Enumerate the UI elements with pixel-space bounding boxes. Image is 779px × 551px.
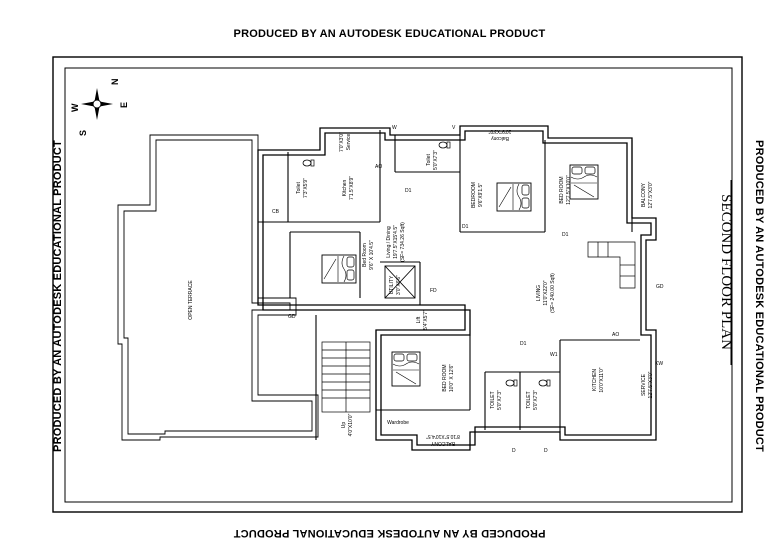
- label-lift: Lift: [416, 316, 422, 323]
- label-service-bottom-dim: 12'7.5"X3'0": [648, 371, 654, 398]
- label-toilet-b1: TOILET: [490, 391, 496, 408]
- sheet-border-inner: [64, 67, 733, 503]
- label-service-top-dim: 7'0"X3'0": [339, 132, 345, 152]
- label-living: LIVING: [536, 285, 542, 302]
- bed-icon-top: [496, 182, 532, 212]
- label-bedroom-right-dim: 12'7.5"X10'0": [566, 175, 572, 205]
- mark-fd-1: FD: [430, 288, 437, 294]
- label-stair-dim: 4'0"X10'0": [348, 413, 354, 436]
- staircase: [321, 341, 371, 413]
- compass-west: W: [70, 103, 80, 112]
- label-living-dining-dim: 19'7.5"X15'4.5": [393, 225, 399, 259]
- label-balcony-top-dim: 10'9"X3'0": [488, 128, 511, 134]
- compass-east: E: [119, 102, 129, 108]
- label-toilet-mid-dim: 5'0"X7'3": [433, 150, 439, 170]
- compass-north: N: [110, 79, 120, 86]
- label-service-top: Service: [346, 133, 352, 150]
- label-balcony-top: Balcony: [491, 135, 509, 141]
- mark-d1-3: D1: [562, 232, 569, 238]
- label-bedroom-bottom-dim: 10'0" X 12'6": [449, 364, 455, 392]
- terrace-parapet: [117, 134, 319, 441]
- label-toilet-b1-dim: 5'0"X7'3": [497, 390, 503, 410]
- label-balcony-right-dim: 12'7.5"X3'0": [648, 181, 654, 208]
- sheet-border-outer: [52, 56, 743, 513]
- compass-rose-icon: N S E W: [70, 79, 129, 137]
- label-service-bottom: SERVICE: [641, 373, 647, 396]
- label-stair: Up: [341, 422, 347, 429]
- label-bedroom-mid: Bed Room: [362, 243, 368, 267]
- mark-d-2: D: [544, 448, 548, 454]
- lift-shaft: [384, 265, 416, 299]
- wc-icon-b2: [538, 379, 551, 387]
- label-bedroom-mid-dim: 9'6" X 10'4.5": [369, 240, 375, 270]
- label-kitchen-top-dim: 7'1.5"X8'9": [349, 176, 355, 200]
- label-bedroom-bottom: BED ROOM: [442, 364, 448, 391]
- mark-d-1: D: [512, 448, 516, 454]
- label-living-area: (SF= 240.00 Sqft): [550, 273, 556, 313]
- mark-d1-1: D1: [405, 188, 412, 194]
- mark-gd-1: GD: [288, 314, 296, 320]
- mark-gd-2: GD: [656, 284, 664, 290]
- label-toilet-mid: Toilet: [426, 154, 432, 166]
- wc-icon-top: [302, 159, 315, 167]
- label-kitchen-bottom: KITCHEN: [592, 369, 598, 391]
- label-kitchen-bottom-dim: 10'0"X11'0": [599, 367, 605, 392]
- mark-ao-2: AO: [375, 164, 382, 170]
- compass-south: S: [78, 130, 88, 136]
- label-living-dim: 11'0"X22'0": [543, 280, 549, 305]
- mark-cb-1: CB: [272, 209, 280, 215]
- watermark-top: PRODUCED BY AN AUTODESK EDUCATIONAL PROD…: [233, 28, 546, 40]
- label-kitchen-top: Kitchen: [342, 179, 348, 196]
- label-open-terrace: OPEN TERRACE: [188, 280, 194, 320]
- label-balcony-bottom: BALCONY: [430, 440, 455, 446]
- label-lift-dim: 5'4"X5'7": [423, 310, 429, 330]
- label-bedroom-top-dim: 9'6"X9'1.5": [478, 183, 484, 207]
- wc-icon-mid: [438, 141, 451, 149]
- mark-w1-1: W1: [550, 352, 558, 358]
- mark-ao-1: AO: [612, 332, 619, 338]
- sofa-set: [587, 241, 636, 289]
- wc-icon-b1: [505, 379, 518, 387]
- mark-d1-4: D1: [520, 341, 527, 347]
- drawing-title: SECOND FLOOR PLAN: [718, 194, 734, 350]
- interior-partitions: [258, 130, 640, 440]
- label-bedroom-right: BED ROOM: [559, 176, 565, 203]
- bed-icon-mid: [321, 254, 357, 284]
- label-living-dining-area: (SF= 734.26 Sqft): [400, 222, 406, 262]
- mark-v-1: V: [452, 125, 456, 131]
- label-toilet-top: Toilet: [296, 182, 302, 194]
- label-balcony-right: BALCONY: [641, 182, 647, 207]
- label-toilet-b2-dim: 5'0"X7'3": [533, 390, 539, 410]
- bed-icon-right: [569, 164, 599, 200]
- mark-w-1: W: [392, 125, 397, 131]
- label-wardrobe: Wardrobe: [387, 420, 409, 426]
- label-utility-dim: 3'0"X6'6": [396, 275, 402, 295]
- label-toilet-top-dim: 7'3"X5'9": [303, 178, 309, 198]
- mark-kw: KW: [655, 361, 663, 367]
- bed-icon-bottom: [391, 351, 421, 387]
- label-living-dining: Living / Dining: [386, 226, 392, 258]
- label-balcony-bottom-dim: 8'10.5"X10'4.5": [426, 433, 460, 439]
- mark-d1-2: D1: [462, 224, 469, 230]
- label-utility: UTILITY: [389, 275, 395, 294]
- label-bedroom-top: BEDROOM: [471, 182, 477, 208]
- label-toilet-b2: TOILET: [526, 391, 532, 408]
